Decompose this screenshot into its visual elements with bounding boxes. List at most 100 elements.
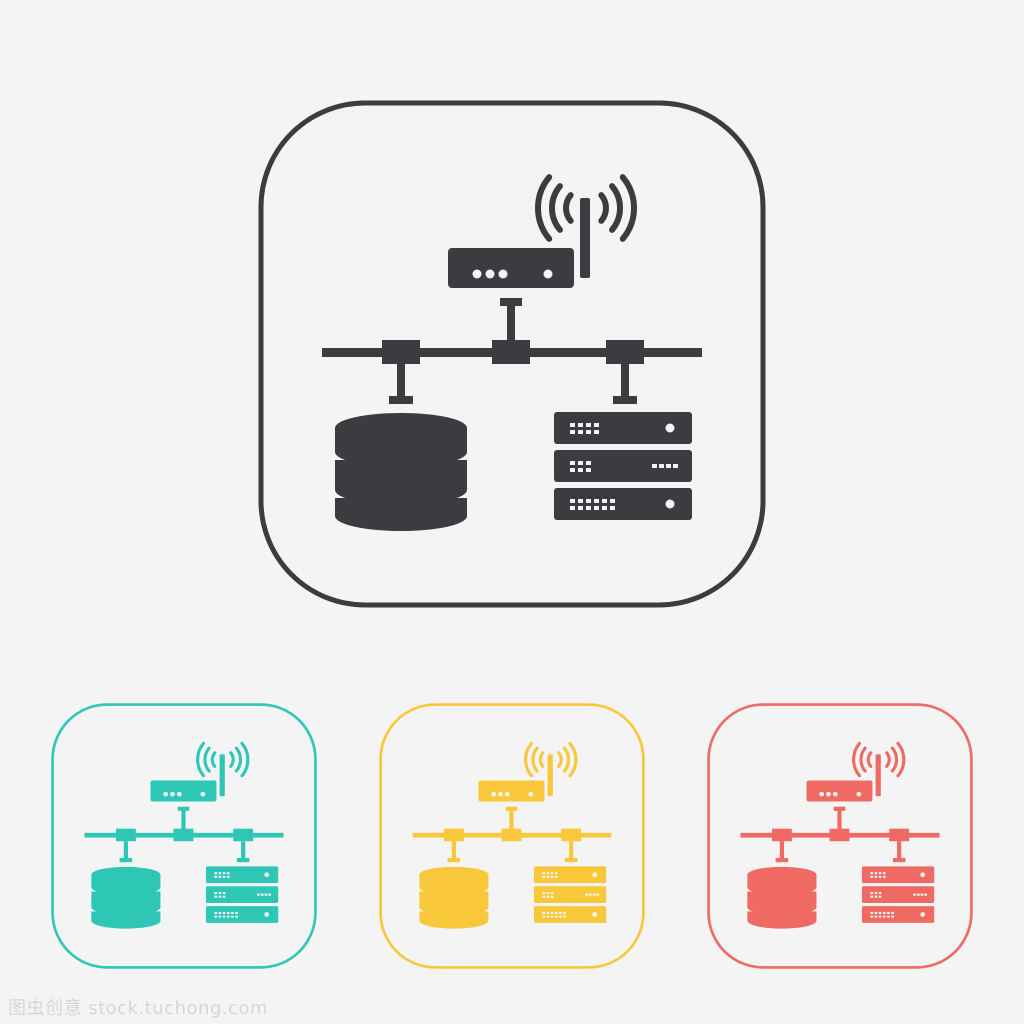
connector-cap (500, 298, 522, 306)
server-unit (554, 488, 692, 520)
frame-border (258, 100, 766, 608)
server-port (594, 423, 599, 427)
server-port (586, 499, 591, 503)
server-port (226, 915, 230, 918)
signal-arc (866, 751, 873, 768)
server-port (542, 915, 545, 918)
server-port (218, 872, 222, 875)
server-indicator (920, 872, 926, 878)
signal-arc (210, 751, 217, 768)
server-port (586, 506, 591, 510)
server-port (214, 872, 217, 875)
server-indicator (264, 893, 268, 896)
bus-junction (561, 828, 582, 842)
server-port (550, 895, 554, 898)
server-port (878, 872, 882, 875)
network-bus (740, 806, 940, 863)
server-port (226, 911, 230, 914)
server-port (878, 911, 882, 914)
watermark-text: 图虫创意 stock.tuchong.com (8, 998, 268, 1019)
antenna-mast (547, 754, 553, 797)
server-port (874, 915, 878, 918)
network-server-icon-teal (51, 703, 317, 969)
server-indicator (665, 499, 675, 509)
server-port (578, 468, 583, 472)
server-port (214, 892, 217, 895)
server-port (874, 872, 878, 875)
connector-stem (507, 306, 515, 344)
server-port (550, 911, 554, 914)
server-unit (554, 412, 692, 444)
connector-cap (389, 396, 413, 404)
server-port (870, 892, 873, 895)
router-led (472, 269, 482, 279)
server-port (214, 915, 217, 918)
database-layer (747, 911, 817, 929)
server-port (874, 911, 878, 914)
server-port (226, 872, 230, 875)
connector-stem (181, 810, 186, 831)
signal-arc (563, 192, 574, 224)
server-indicator (260, 893, 264, 896)
server-port (218, 911, 222, 914)
server-indicator (924, 893, 927, 896)
wifi-signal-icon (852, 741, 906, 778)
server-port (231, 911, 234, 914)
database-top (335, 413, 467, 443)
database-layer (91, 911, 161, 929)
connector-cap (447, 857, 461, 863)
signal-arc (896, 741, 906, 778)
signal-arc (890, 746, 899, 773)
server-indicator (257, 893, 260, 896)
server-indicator (588, 893, 592, 896)
server-port (870, 911, 873, 914)
server-port (222, 875, 226, 878)
bus-junction (829, 828, 850, 842)
server-port (570, 499, 575, 503)
server-port (586, 468, 591, 472)
signal-arc (568, 741, 578, 778)
server-port (594, 506, 599, 510)
connector-stem (241, 841, 246, 860)
server-port (878, 915, 882, 918)
frame-border (707, 703, 973, 969)
router-led (485, 269, 495, 279)
bus-junction (382, 340, 420, 364)
server-port (542, 895, 545, 898)
database-layer (335, 498, 467, 531)
signal-arc (203, 746, 211, 773)
connector-stem (397, 364, 405, 398)
bus-junction (889, 828, 910, 842)
server-port (594, 430, 599, 434)
router-led (543, 269, 553, 279)
server-indicator (652, 464, 657, 468)
server-port (891, 911, 894, 914)
connector-stem (837, 810, 842, 831)
bus-junction (771, 828, 792, 842)
connector-stem (569, 841, 574, 860)
router-led (819, 791, 825, 797)
server-port (554, 915, 558, 918)
signal-arc (859, 746, 867, 773)
server-port (235, 911, 238, 914)
server-unit (861, 866, 935, 884)
server-indicator (913, 893, 916, 896)
server-port (586, 423, 591, 427)
server-port (874, 895, 878, 898)
network-server-icon-coral (707, 703, 973, 969)
server-port (602, 499, 607, 503)
database-icon (419, 866, 489, 929)
server-port (578, 430, 583, 434)
signal-arc (535, 174, 553, 242)
signal-arc (229, 751, 235, 768)
router-led (528, 791, 534, 797)
bus-junction (115, 828, 136, 842)
database-icon (747, 866, 817, 929)
server-port (870, 895, 873, 898)
signal-arc (598, 192, 609, 224)
server-port (878, 875, 882, 878)
server-port (570, 468, 575, 472)
server-port (222, 892, 226, 895)
server-port (550, 872, 554, 875)
router-led (176, 791, 182, 797)
